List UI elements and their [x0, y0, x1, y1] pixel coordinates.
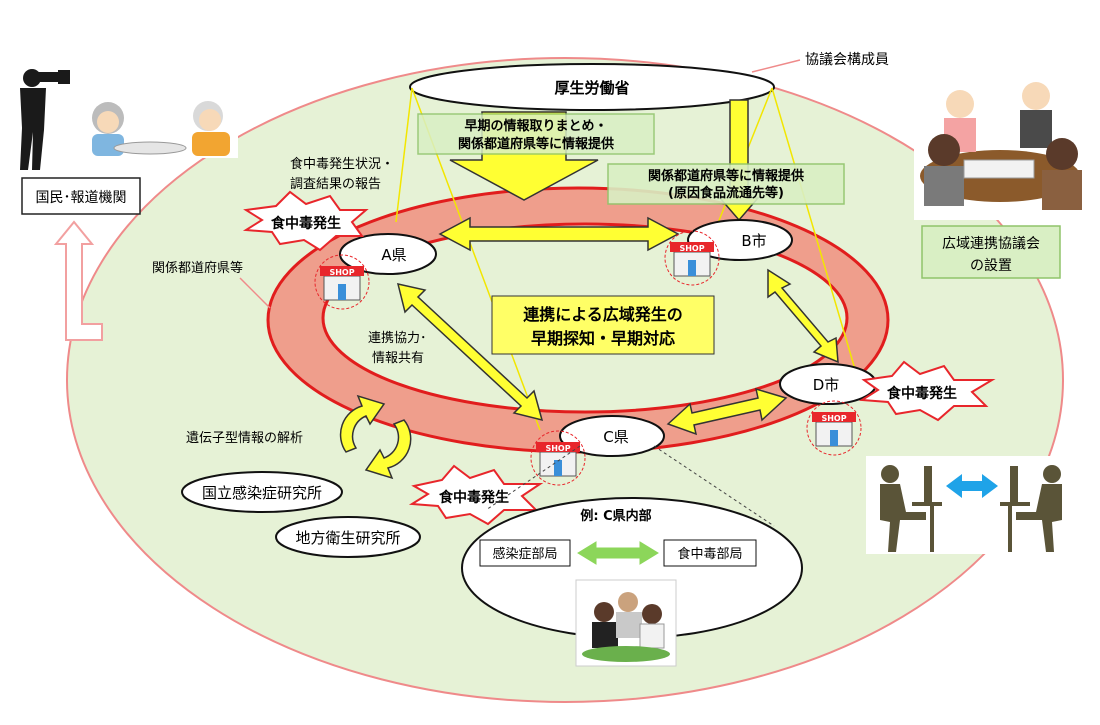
food-poisoning-d-label: 食中毒発生: [887, 385, 957, 402]
early-info-line2: 関係都道府県等に情報提供: [458, 136, 614, 152]
report-line2: 調査結果の報告: [290, 177, 381, 192]
cycle-arrows-icon: [339, 394, 412, 480]
public-media-label: 国民･報道機関: [36, 190, 127, 206]
niid-ellipse: [181, 471, 343, 513]
info-to-prefs-line1: 関係都道府県等に情報提供: [648, 168, 804, 184]
node-b-label: B市: [741, 232, 766, 250]
staff-meeting-photo: [575, 579, 677, 667]
node-a-ellipse: [339, 233, 437, 275]
shop-a-label: SHOP: [329, 268, 354, 277]
shop-icon-c: SHOP: [530, 430, 586, 486]
food-dept-label: 食中毒部局: [677, 546, 742, 562]
cooperation-line2: 情報共有: [372, 351, 424, 366]
center-box: [491, 295, 715, 355]
food-poisoning-burst-c: 食中毒発生: [408, 464, 544, 526]
food-poisoning-a-label: 食中毒発生: [271, 215, 341, 232]
council-member-connector: [751, 59, 801, 73]
shop-b-label: SHOP: [679, 244, 704, 253]
related-prefs-connector: [239, 277, 271, 309]
info-to-prefs-line2: (原因食品流通先等): [668, 185, 784, 201]
shop-icon-a: SHOP: [314, 254, 370, 310]
infection-dept-label: 感染症部局: [492, 546, 557, 562]
council-setup-line1: 広域連携協議会: [942, 235, 1040, 252]
photographer-figure: [20, 69, 70, 170]
mhlw-label: 厚生労働省: [554, 79, 629, 97]
node-c-label: C県: [603, 428, 628, 446]
node-d-label: D市: [813, 376, 840, 394]
computer-users-illustration: [866, 456, 1084, 554]
infection-dept-box: [479, 539, 571, 567]
genotype-label: 遺伝子型情報の解析: [186, 431, 303, 446]
arrow-b-d: [767, 268, 839, 364]
shop-icon-d: SHOP: [806, 400, 862, 456]
early-info-line1: 早期の情報取りまとめ・: [464, 118, 607, 134]
cooperation-line1: 連携協力･: [368, 330, 427, 346]
food-poisoning-c-label: 食中毒発生: [439, 489, 509, 506]
council-setup-line2: の設置: [970, 258, 1012, 274]
center-line1: 連携による広域発生の: [523, 305, 683, 324]
early-info-box: [417, 113, 655, 155]
food-poisoning-burst-a: 食中毒発生: [242, 190, 369, 252]
council-setup-box: [921, 225, 1061, 279]
council-meeting-photo: [914, 74, 1086, 220]
food-poisoning-burst-d: 食中毒発生: [858, 360, 996, 422]
arrow-a-c: [396, 283, 544, 422]
public-media-box: [21, 177, 141, 215]
local-lab-ellipse: [275, 516, 421, 558]
related-prefs-label: 関係都道府県等: [152, 260, 243, 276]
local-lab-label: 地方衛生研究所: [295, 529, 400, 547]
niid-label: 国立感染症研究所: [202, 484, 322, 502]
report-return-arrow: [53, 220, 103, 341]
node-a-label: A県: [381, 246, 406, 264]
food-dept-box: [663, 539, 757, 567]
node-c-ellipse: [559, 415, 665, 457]
shop-d-label: SHOP: [821, 414, 846, 423]
dept-link-arrow: [577, 541, 659, 565]
council-member-label: 協議会構成員: [805, 51, 889, 68]
shop-c-label: SHOP: [545, 444, 570, 453]
elderly-couple-figure: [78, 96, 238, 158]
zoom-lines: [485, 445, 775, 527]
arrow-a-b: [438, 216, 680, 252]
mhlw-ellipse: [409, 63, 775, 111]
center-line2: 早期探知・早期対応: [531, 329, 675, 348]
report-line1: 食中毒発生状況・: [290, 156, 394, 172]
example-label: 例: C県内部: [580, 508, 651, 524]
arrow-c-d: [666, 387, 788, 436]
info-to-prefs-box: [607, 163, 845, 205]
shop-icon-b: SHOP: [664, 230, 720, 286]
